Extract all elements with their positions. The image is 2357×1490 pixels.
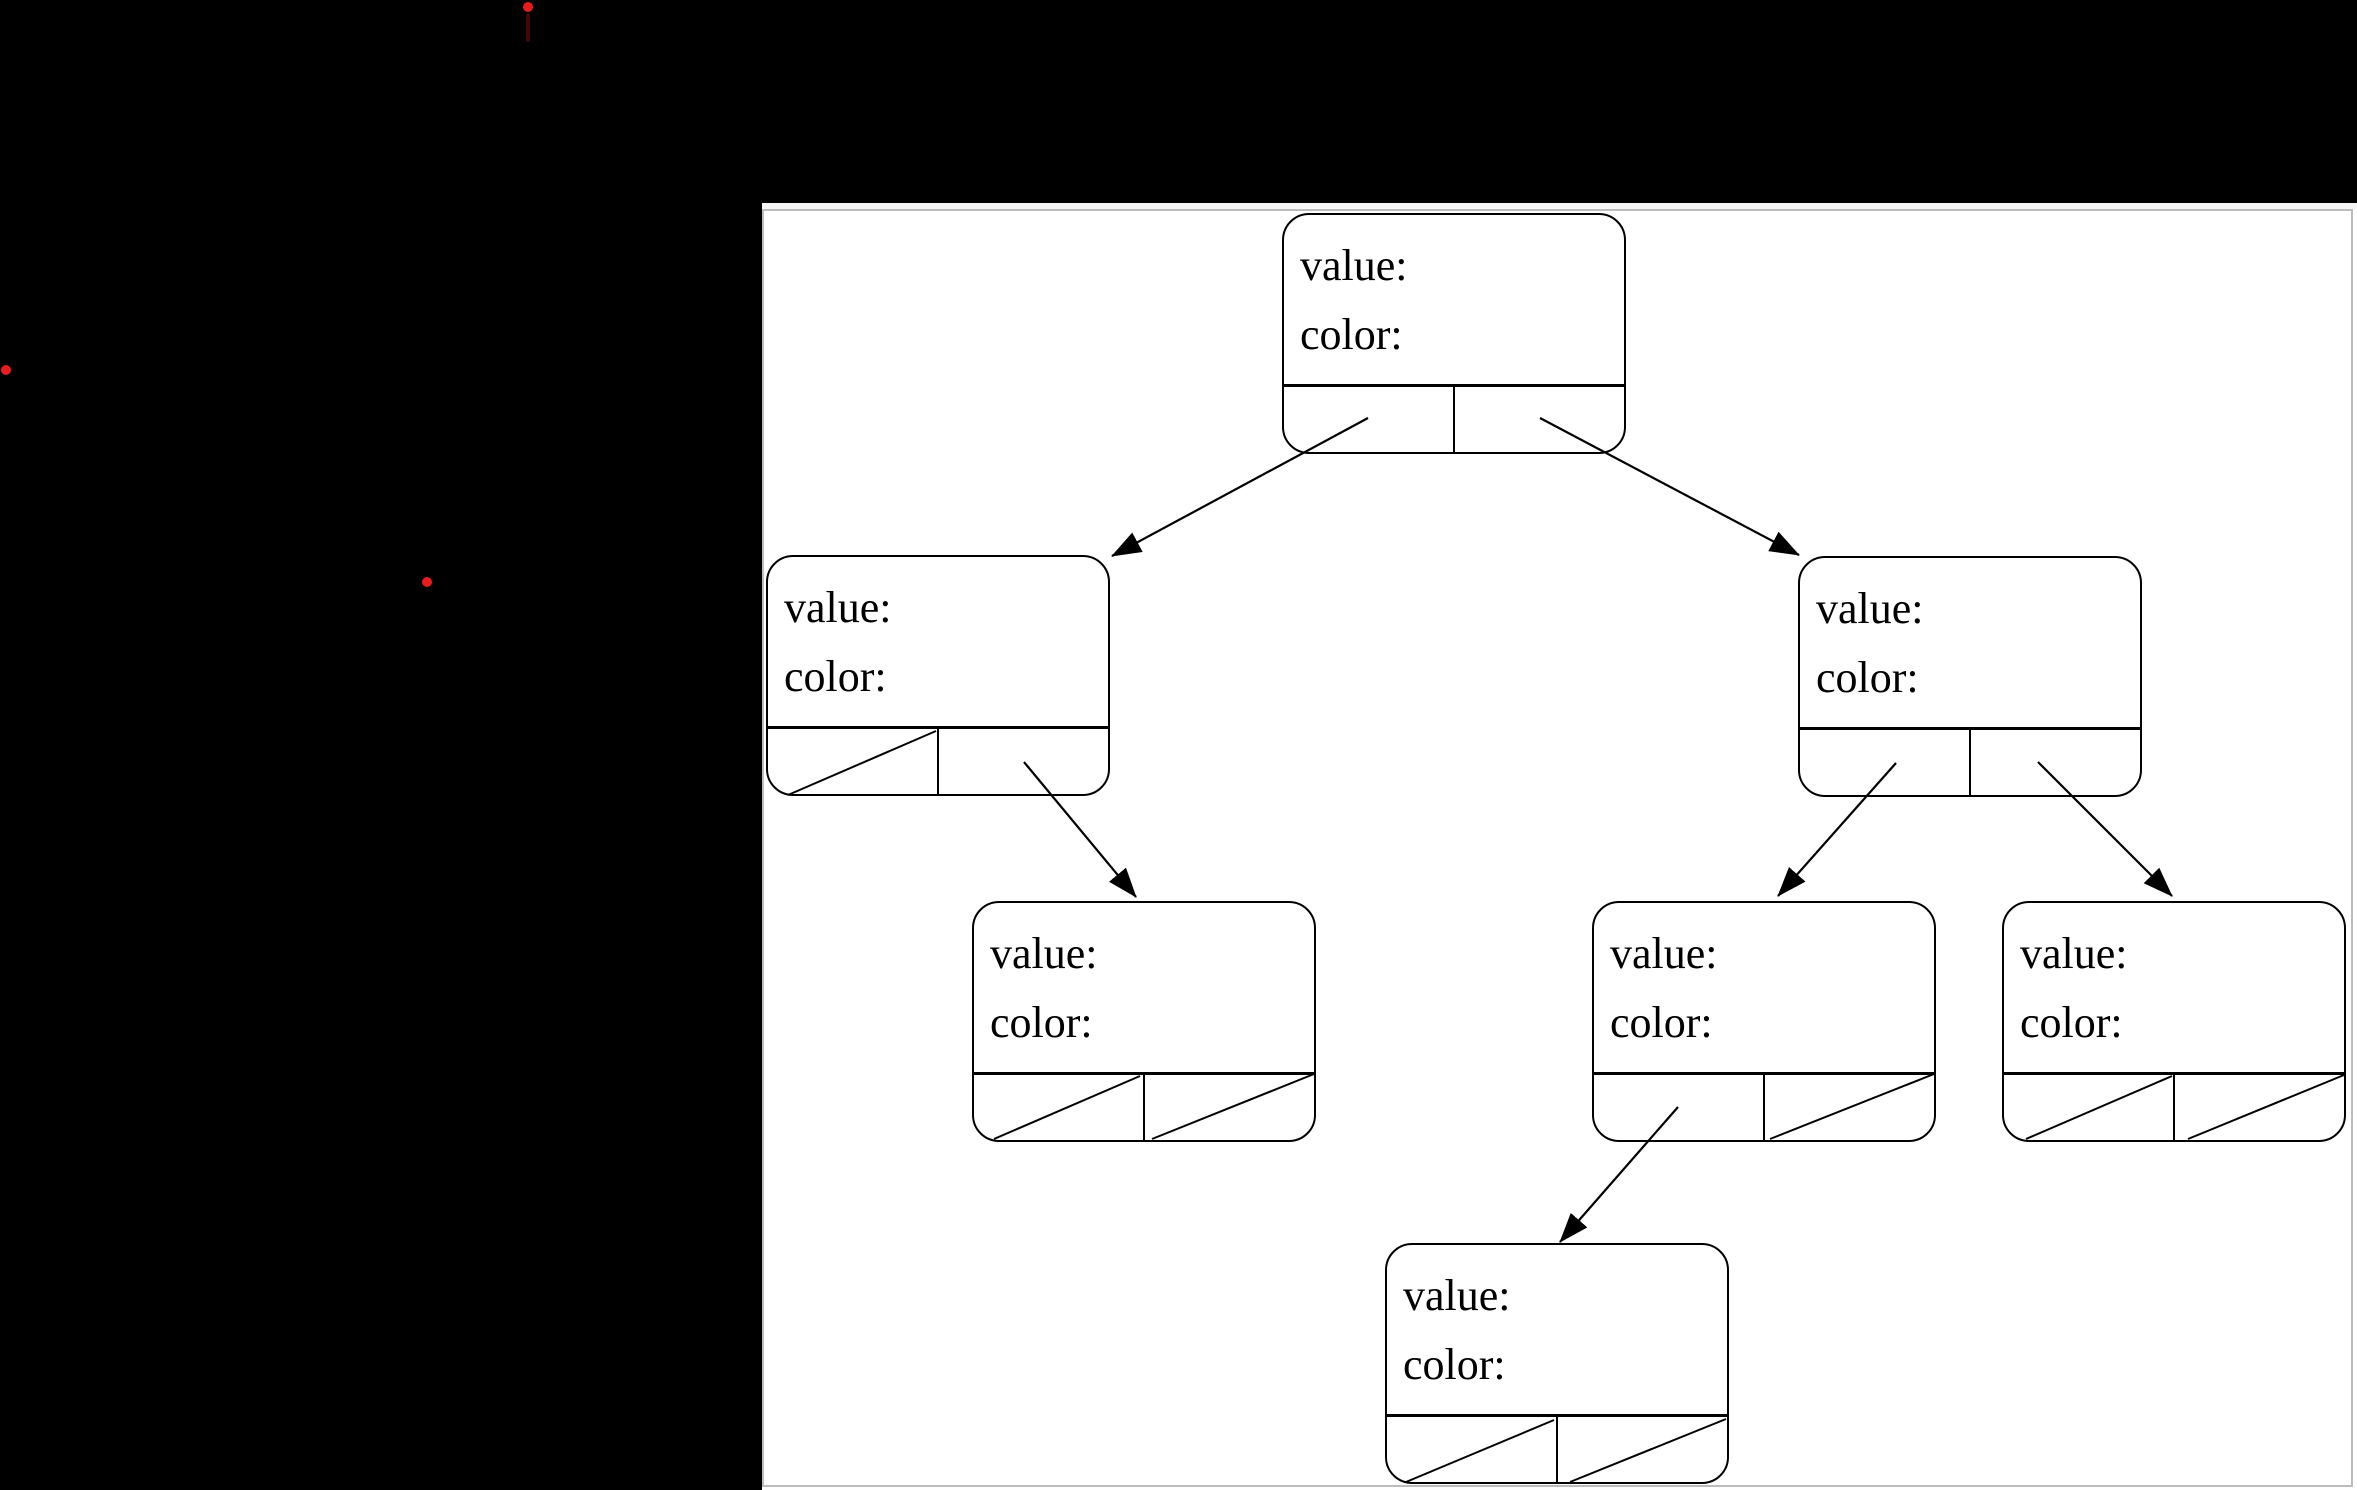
left-pointer-cell <box>1594 1075 1765 1140</box>
left-pointer-cell <box>1387 1417 1558 1482</box>
left-pointer-cell <box>1800 730 1971 795</box>
tree-node-left-child: value: color: <box>766 555 1110 796</box>
tree-node-left-right-grandchild: value: color: <box>972 901 1316 1142</box>
window-top-strip <box>762 203 2357 209</box>
tree-node-right-left-left-greatgrandchild: value: color: <box>1385 1243 1729 1484</box>
left-pointer-cell <box>2004 1075 2175 1140</box>
right-pointer-cell <box>1558 1417 1727 1482</box>
pointer-row <box>1284 384 1624 452</box>
value-label: value: <box>1610 929 1718 978</box>
pointer-row <box>768 726 1108 794</box>
left-pointer-cell <box>974 1075 1145 1140</box>
pointer-row <box>974 1072 1314 1140</box>
value-label: value: <box>1816 584 1924 633</box>
right-pointer-cell <box>1455 387 1624 452</box>
pointer-row <box>1594 1072 1934 1140</box>
red-dot-annotation <box>422 577 432 587</box>
value-label: value: <box>1403 1271 1511 1320</box>
right-pointer-cell <box>1765 1075 1934 1140</box>
tree-node-right-right-grandchild: value: color: <box>2002 901 2346 1142</box>
color-label: color: <box>1610 998 1713 1047</box>
value-label: value: <box>1300 241 1408 290</box>
red-dot-annotation <box>1 365 11 375</box>
right-pointer-cell <box>2175 1075 2344 1140</box>
color-label: color: <box>1300 310 1403 359</box>
value-label: value: <box>2020 929 2128 978</box>
pointer-row <box>1387 1414 1727 1482</box>
color-label: color: <box>990 998 1093 1047</box>
pointer-row <box>2004 1072 2344 1140</box>
color-label: color: <box>1816 653 1919 702</box>
right-pointer-cell <box>1971 730 2140 795</box>
color-label: color: <box>1403 1340 1506 1389</box>
left-pointer-cell <box>768 729 939 794</box>
tree-node-root: value: color: <box>1282 213 1626 454</box>
value-label: value: <box>990 929 1098 978</box>
red-streak-annotation <box>526 13 530 42</box>
window-frame-border <box>762 209 2353 1487</box>
right-pointer-cell <box>939 729 1108 794</box>
value-label: value: <box>784 583 892 632</box>
left-pointer-cell <box>1284 387 1455 452</box>
right-pointer-cell <box>1145 1075 1314 1140</box>
color-label: color: <box>2020 998 2123 1047</box>
tree-node-right-left-grandchild: value: color: <box>1592 901 1936 1142</box>
pointer-row <box>1800 727 2140 795</box>
color-label: color: <box>784 652 887 701</box>
red-dot-annotation <box>523 2 533 12</box>
tree-node-right-child: value: color: <box>1798 556 2142 797</box>
